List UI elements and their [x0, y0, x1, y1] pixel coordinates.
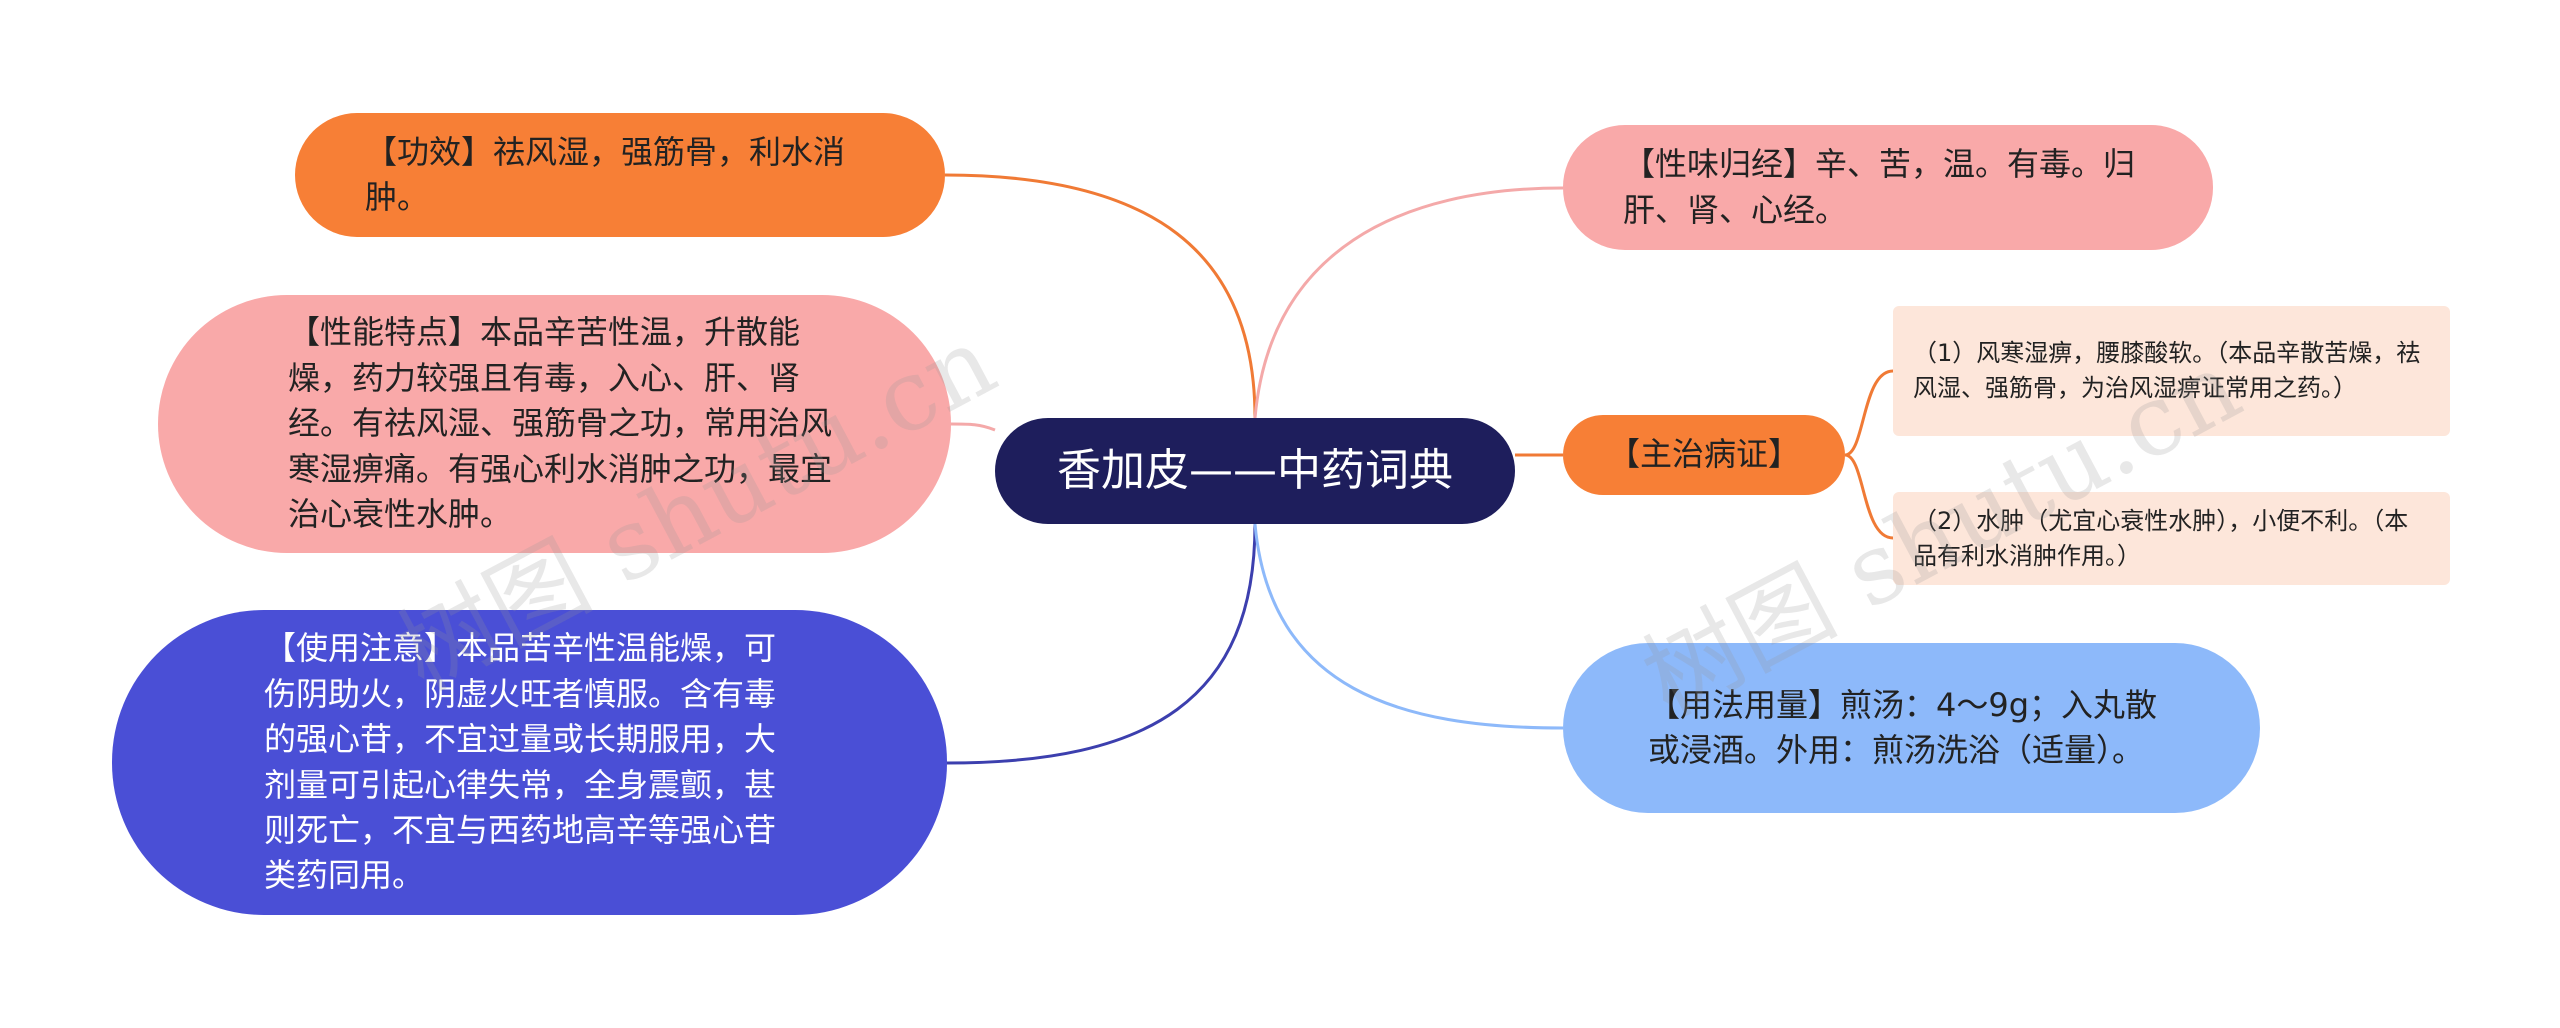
root-node[interactable]: 香加皮——中药词典 — [995, 418, 1515, 524]
node-characteristics[interactable]: 【性能特点】本品辛苦性温，升散能燥，药力较强且有毒，入心、肝、肾经。有祛风湿、强… — [158, 295, 951, 553]
node-dosage[interactable]: 【用法用量】煎汤：4～9g；入丸散或浸酒。外用：煎汤洗浴（适量）。 — [1563, 643, 2260, 813]
link-leaf-1 — [1844, 369, 1894, 457]
link-xingneng — [950, 422, 996, 432]
link-yongfa — [1253, 523, 1564, 730]
node-efficacy[interactable]: 【功效】祛风湿，强筋骨，利水消肿。 — [295, 113, 945, 237]
node-precautions-text: 【使用注意】本品苦辛性温能燥，可伤阴助火，阴虚火旺者慎服。含有毒的强心苷，不宜过… — [264, 629, 777, 895]
node-nature-meridian-text: 【性味归经】辛、苦，温。有毒。归肝、肾、心经。 — [1623, 145, 2136, 229]
leaf-indication-2-text: （2）水肿（尤宜心衰性水肿），小便不利。（本品有利水消肿作用。） — [1913, 506, 2409, 570]
node-efficacy-text: 【功效】祛风湿，强筋骨，利水消肿。 — [365, 132, 846, 216]
link-leaf-2 — [1844, 453, 1894, 540]
link-xingwei — [1253, 186, 1564, 419]
link-gongxiao — [944, 173, 1257, 419]
node-precautions[interactable]: 【使用注意】本品苦辛性温能燥，可伤阴助火，阴虚火旺者慎服。含有毒的强心苷，不宜过… — [112, 610, 947, 915]
leaf-indication-1-text: （1）风寒湿痹，腰膝酸软。（本品辛散苦燥，祛风湿、强筋骨，为治风湿痹证常用之药。… — [1913, 339, 2421, 402]
leaf-indication-1[interactable]: （1）风寒湿痹，腰膝酸软。（本品辛散苦燥，祛风湿、强筋骨，为治风湿痹证常用之药。… — [1893, 306, 2450, 436]
link-shiyong — [946, 523, 1257, 765]
root-title: 香加皮——中药词典 — [1057, 444, 1453, 496]
node-indications-text: 【主治病证】 — [1607, 435, 1800, 474]
node-indications[interactable]: 【主治病证】 — [1563, 415, 1845, 495]
node-characteristics-text: 【性能特点】本品辛苦性温，升散能燥，药力较强且有毒，入心、肝、肾经。有祛风湿、强… — [288, 313, 833, 534]
node-dosage-text: 【用法用量】煎汤：4～9g；入丸散或浸酒。外用：煎汤洗浴（适量）。 — [1648, 685, 2158, 769]
node-nature-meridian[interactable]: 【性味归经】辛、苦，温。有毒。归肝、肾、心经。 — [1563, 125, 2213, 250]
leaf-indication-2[interactable]: （2）水肿（尤宜心衰性水肿），小便不利。（本品有利水消肿作用。） — [1893, 492, 2450, 585]
